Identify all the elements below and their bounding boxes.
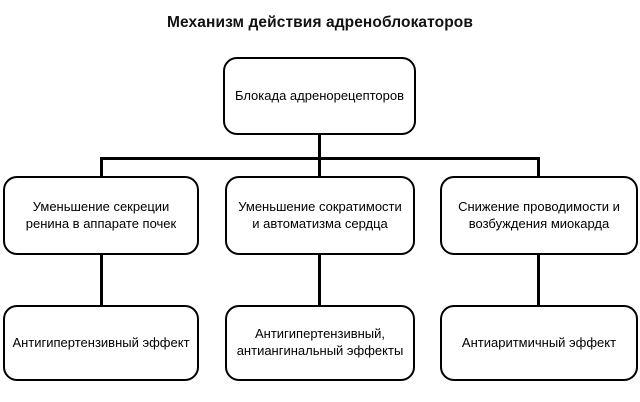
- node-root: Блокада адренорецепторов: [223, 57, 416, 135]
- node-outcome-antihypertensive-label: Антигипертензивный эффект: [12, 334, 190, 350]
- node-effect-contractility: Уменьшение сократимости и автоматизма се…: [225, 176, 415, 255]
- diagram-title: Механизм действия адреноблокаторов: [167, 14, 473, 31]
- node-outcome-antihypertensive-antianginal: Антигипертензивный, антиангинальный эффе…: [225, 305, 415, 381]
- node-root-label: Блокада адренорецепторов: [234, 87, 405, 103]
- node-outcome-antihypertensive: Антигипертензивный эффект: [3, 305, 199, 381]
- node-effect-renin-label: Уменьшение секреции ренина в аппарате по…: [25, 198, 177, 231]
- node-outcome-antiarrhythmic-label: Антиаритмичный эффект: [461, 334, 617, 350]
- node-effect-conduction: Снижение проводимости и возбуждения миок…: [440, 176, 638, 255]
- node-effect-contractility-label: Уменьшение сократимости и автоматизма се…: [238, 198, 402, 231]
- node-effect-conduction-label: Снижение проводимости и возбуждения миок…: [458, 198, 620, 231]
- node-effect-renin: Уменьшение секреции ренина в аппарате по…: [3, 176, 199, 255]
- node-outcome-antihypertensive-antianginal-label: Антигипертензивный, антиангинальный эффе…: [236, 326, 404, 358]
- node-outcome-antiarrhythmic: Антиаритмичный эффект: [440, 305, 638, 381]
